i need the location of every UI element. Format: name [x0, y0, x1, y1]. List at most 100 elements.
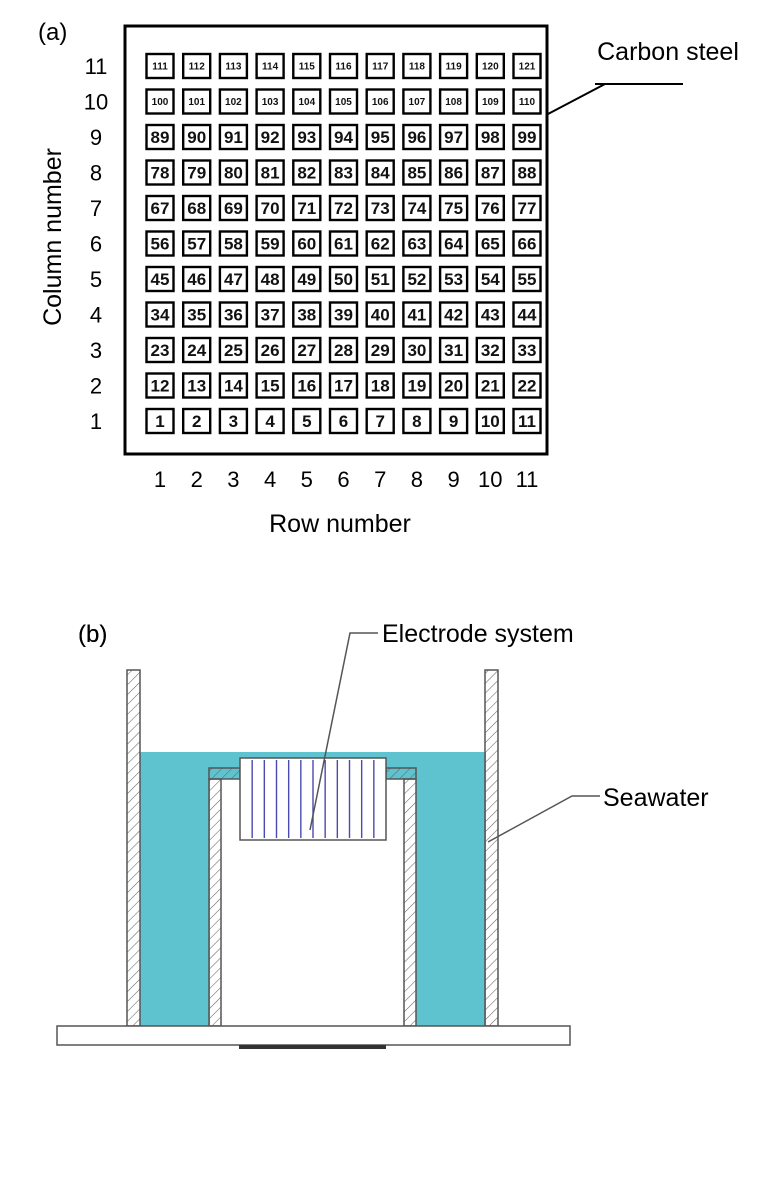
- electrode-cell-box: [512, 230, 542, 257]
- electrode-cell-box: [512, 336, 542, 364]
- electrode-cell-box: [181, 194, 212, 222]
- electrode-system-label: Electrode system: [382, 620, 574, 648]
- electrode-cell-79: 79: [181, 159, 212, 186]
- electrode-cell-box: [402, 88, 432, 115]
- electrode-cell-number: 81: [261, 164, 280, 183]
- electrode-cell-box: [181, 407, 212, 435]
- electrode-cell-box: [475, 88, 505, 115]
- electrode-cell-number: 103: [262, 97, 279, 108]
- electrode-cell-13: 13: [181, 372, 212, 399]
- panel-b: (b): [78, 621, 107, 648]
- electrode-cell-36: 36: [218, 301, 249, 328]
- electrode-cell-number: 120: [482, 62, 499, 73]
- electrode-cell-box: [218, 336, 249, 364]
- electrode-cell-box: [255, 407, 285, 435]
- electrode-cell-64: 64: [438, 230, 469, 257]
- electrode-cell-5: 5: [292, 407, 322, 435]
- electrode-cell-19: 19: [402, 372, 432, 399]
- electrode-cell-box: [145, 407, 175, 435]
- electrode-cell-26: 26: [255, 336, 285, 364]
- electrode-cell-box: [145, 194, 175, 222]
- electrode-cell-box: [512, 265, 542, 293]
- electrode-cell-box: [181, 265, 212, 293]
- electrode-cell-39: 39: [328, 301, 359, 328]
- electrode-cell-box: [438, 265, 469, 293]
- electrode-cell-43: 43: [475, 301, 505, 328]
- electrode-cell-number: 84: [371, 164, 390, 183]
- electrode-cell-42: 42: [438, 301, 469, 328]
- electrode-cell-1: 1: [145, 407, 175, 435]
- electrode-cell-box: [512, 301, 542, 328]
- row-number-label: 9: [447, 467, 459, 492]
- electrode-cell-box: [218, 194, 249, 222]
- electrode-cell-box: [512, 88, 542, 115]
- electrode-cell-box: [218, 301, 249, 328]
- electrode-cell-number: 37: [261, 306, 280, 325]
- electrode-cell-number: 91: [224, 128, 243, 147]
- electrode-cell-97: 97: [438, 123, 469, 151]
- electrode-cell-78: 78: [145, 159, 175, 186]
- electrode-cell-37: 37: [255, 301, 285, 328]
- electrode-cell-number: 39: [334, 306, 353, 325]
- electrode-cell-number: 105: [335, 97, 352, 108]
- inner-wall-left: [208, 778, 222, 1027]
- electrode-cell-number: 112: [189, 62, 206, 73]
- electrode-cell-number: 73: [371, 199, 390, 218]
- electrode-cell-box: [475, 372, 505, 399]
- electrode-cell-54: 54: [475, 265, 505, 293]
- electrode-cell-number: 111: [152, 62, 168, 73]
- electrode-cell-104: 104: [292, 88, 322, 115]
- outer-wall-left: [126, 669, 141, 1027]
- electrode-cell-number: 14: [224, 377, 243, 396]
- electrode-cell-57: 57: [181, 230, 212, 257]
- electrode-cell-number: 2: [192, 412, 201, 431]
- electrode-cell-91: 91: [218, 123, 249, 151]
- electrode-cell-number: 89: [151, 128, 170, 147]
- electrode-cell-76: 76: [475, 194, 505, 222]
- electrode-cell-number: 62: [371, 235, 390, 254]
- electrode-cell-number: 29: [371, 341, 390, 360]
- electrode-cell-number: 93: [297, 128, 316, 147]
- electrode-cell-box: [181, 301, 212, 328]
- electrode-cell-68: 68: [181, 194, 212, 222]
- row-number-label: 5: [301, 467, 313, 492]
- electrode-cell-number: 77: [518, 199, 537, 218]
- electrode-cell-22: 22: [512, 372, 542, 399]
- electrode-cell-box: [292, 336, 322, 364]
- electrode-cell-box: [512, 159, 542, 186]
- electrode-cell-number: 58: [224, 235, 243, 254]
- electrode-cell-107: 107: [402, 88, 432, 115]
- electrode-cell-59: 59: [255, 230, 285, 257]
- row-number-label: 11: [516, 467, 539, 492]
- electrode-cell-box: [255, 265, 285, 293]
- electrode-cell-box: [475, 230, 505, 257]
- row-number-label: 6: [337, 467, 349, 492]
- electrode-cell-box: [145, 88, 175, 115]
- electrode-cell-50: 50: [328, 265, 359, 293]
- electrode-cell-box: [365, 159, 395, 186]
- electrode-cell-89: 89: [145, 123, 175, 151]
- electrode-cell-69: 69: [218, 194, 249, 222]
- electrode-cell-box: [328, 88, 359, 115]
- electrode-cell-28: 28: [328, 336, 359, 364]
- electrode-cell-box: [145, 159, 175, 186]
- electrode-cell-number: 30: [407, 341, 426, 360]
- electrode-cell-number: 27: [297, 341, 316, 360]
- electrode-cell-box: [475, 123, 505, 151]
- electrode-cell-box: [292, 230, 322, 257]
- electrode-cell-number: 52: [407, 270, 426, 289]
- panel-b-label-text: (b): [78, 621, 107, 648]
- electrode-cell-box: [438, 123, 469, 151]
- electrode-cell-number: 42: [444, 306, 463, 325]
- electrode-cell-box: [218, 407, 249, 435]
- electrode-cell-87: 87: [475, 159, 505, 186]
- seawater-left-column: [140, 752, 210, 1026]
- electrode-cell-55: 55: [512, 265, 542, 293]
- electrode-cell-box: [365, 336, 395, 364]
- electrode-cell-number: 115: [299, 62, 316, 73]
- electrode-cell-box: [145, 372, 175, 399]
- electrode-cell-35: 35: [181, 301, 212, 328]
- electrode-cell-16: 16: [292, 372, 322, 399]
- electrode-cell-box: [328, 52, 359, 80]
- electrode-cell-32: 32: [475, 336, 505, 364]
